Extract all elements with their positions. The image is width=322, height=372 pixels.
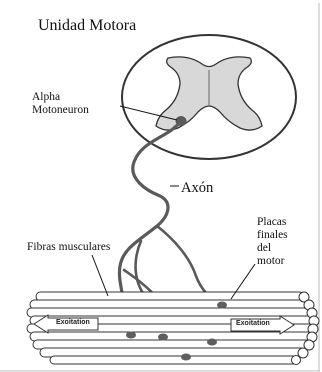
- alpha-label-line2: Motoneuron: [32, 104, 112, 117]
- axon-label: Axón: [181, 180, 213, 197]
- fibers-pointer-line: [92, 255, 108, 296]
- alpha-motoneuron-label: Alpha Motoneuron: [32, 91, 112, 117]
- muscle-fibers-label: Fibras musculares: [27, 241, 110, 253]
- diagram-title: Unidad Motora: [38, 17, 136, 35]
- endplates-line3: del: [257, 242, 317, 255]
- excitation-label-right: Exoitation: [236, 320, 270, 327]
- alpha-label-line1: Alpha: [32, 91, 112, 104]
- endplates-line2: finales: [257, 229, 317, 242]
- excitation-label-left: Exoitation: [56, 319, 90, 326]
- endplates-line4: motor: [257, 255, 317, 268]
- endplates-label: Placas finales del motor: [257, 216, 317, 268]
- endplates-line1: Placas: [257, 216, 317, 229]
